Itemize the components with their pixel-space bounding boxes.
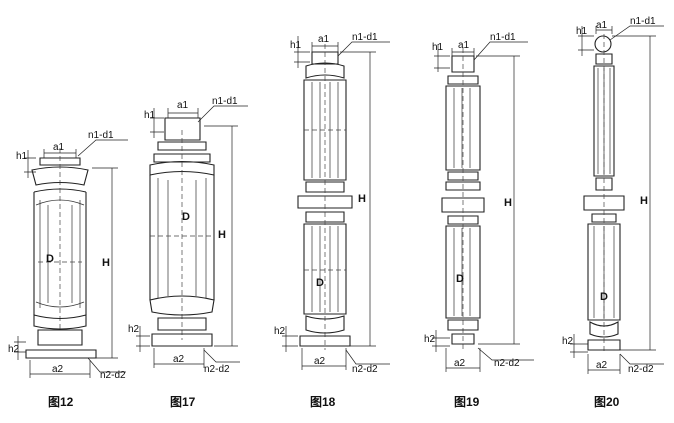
fig17-label-a1: a1	[177, 100, 189, 111]
fig12-label-D: D	[46, 253, 54, 265]
fig20-upper-body	[593, 65, 615, 177]
fig17-label-D: D	[182, 211, 190, 223]
fig17-label-n1d1: n1-d1	[212, 96, 238, 107]
fig12-label-a1: a1	[53, 142, 65, 153]
fig12-base-flange	[25, 349, 97, 359]
fig18-label-H: H	[358, 193, 366, 205]
fig12-label-H: H	[102, 257, 110, 269]
fig12-label-n1d1: n1-d1	[88, 130, 114, 141]
figure-20: a1 n1-d1 h1 H D h2 a2 n2-d2 图20	[562, 16, 664, 409]
fig20-lower-body	[587, 223, 621, 321]
fig19-label-D: D	[456, 273, 464, 285]
fig12-top-cap	[39, 157, 81, 166]
fig19-label-n2d2: n2-d2	[494, 358, 520, 369]
fig20-top-cap	[594, 35, 612, 53]
figure-18: a1 n1-d1 h1 H D h2 a2 n2-d2 图18	[274, 32, 390, 409]
fig20-label-n2d2: n2-d2	[628, 364, 654, 375]
fig12-label-h2: h2	[8, 344, 20, 355]
fig12-label-h1: h1	[16, 151, 28, 162]
fig12-dim-h1	[24, 150, 36, 178]
figure-17: a1 n1-d1 h1 H D h2 a2 n2-d2 图17	[128, 96, 248, 409]
fig20-label-D: D	[600, 291, 608, 303]
figure-12: a1 n1-d1 h1 H D h2 a2 n2-d2 图12	[8, 130, 128, 409]
fig18-middle-flange	[297, 195, 353, 209]
fig17-caption: 图17	[170, 395, 196, 409]
fig19-upper-body	[445, 85, 481, 171]
fig18-label-h2: h2	[274, 326, 286, 337]
fig19-lower-body	[445, 225, 481, 319]
fig20-label-a1: a1	[596, 20, 608, 31]
fig12-base	[37, 329, 83, 346]
fig12-top-flange	[31, 166, 89, 186]
fig12-bottom-shed	[33, 314, 87, 330]
fig20-label-h2: h2	[562, 336, 574, 347]
figure-19: a1 n1-d1 h1 H D h2 a2 n2-d2 图19	[424, 32, 534, 409]
fig17-base	[151, 333, 213, 347]
fig12-label-n2d2: n2-d2	[100, 370, 126, 381]
fig19-label-n1d1: n1-d1	[490, 32, 516, 43]
fig12-caption: 图12	[48, 395, 74, 409]
fig12-body	[33, 192, 87, 315]
fig17-label-h1: h1	[144, 110, 156, 121]
fig12-dim-a2	[29, 360, 91, 378]
fig17-label-a2: a2	[173, 354, 185, 365]
fig18-lower-body	[303, 223, 347, 315]
fig17-body	[149, 175, 215, 300]
fig20-middle-flange	[583, 195, 625, 211]
fig18-label-n1d1: n1-d1	[352, 32, 378, 43]
fig19-base	[447, 319, 479, 345]
fig12-dim-H	[92, 167, 118, 359]
fig19-caption: 图19	[454, 395, 480, 409]
fig17-label-n2d2: n2-d2	[204, 364, 230, 375]
fig20-label-h1: h1	[576, 26, 588, 37]
fig19-label-h2: h2	[424, 334, 436, 345]
fig18-label-a2: a2	[314, 356, 326, 367]
fig18-label-a1: a1	[318, 34, 330, 45]
fig12-dim-a1	[43, 149, 77, 158]
fig18-label-h1: h1	[290, 40, 302, 51]
fig20-label-H: H	[640, 195, 648, 207]
fig18-caption: 图18	[310, 395, 336, 409]
fig20-label-a2: a2	[596, 360, 608, 371]
fig17-top-cap	[164, 117, 201, 141]
fig19-label-a2: a2	[454, 358, 466, 369]
fig18-label-n2d2: n2-d2	[352, 364, 378, 375]
fig19-label-H: H	[504, 197, 512, 209]
fig17-label-h2: h2	[128, 324, 140, 335]
fig19-middle-flange	[441, 197, 485, 213]
fig12-label-a2: a2	[52, 364, 64, 375]
fig17-label-H: H	[218, 229, 226, 241]
fig18-upper-body	[303, 79, 347, 181]
fig12-dim-h2	[14, 336, 26, 360]
fig19-label-h1: h1	[432, 42, 444, 53]
fig18-label-D: D	[316, 277, 324, 289]
fig20-caption: 图20	[594, 395, 620, 409]
fig20-label-n1d1: n1-d1	[630, 16, 656, 27]
fig19-label-a1: a1	[458, 40, 470, 51]
